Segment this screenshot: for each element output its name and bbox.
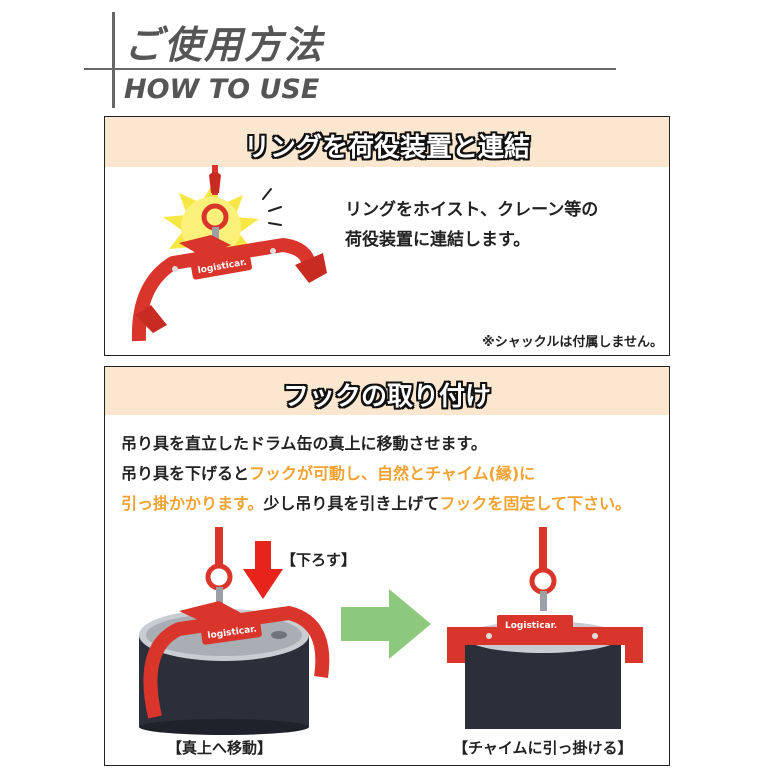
lifter-illustration: logisticar. bbox=[131, 165, 327, 342]
header-divider-vertical bbox=[112, 12, 115, 108]
arrow-right-icon bbox=[341, 589, 431, 659]
description-line: 荷役装置に連結します。 bbox=[345, 230, 531, 250]
header-divider-horizontal bbox=[84, 68, 616, 70]
arrow-down-icon bbox=[243, 541, 283, 599]
drum-after-illustration: Logisticar. bbox=[447, 527, 643, 729]
description-line: 引っ掛かかります。少し吊り具を引き上げてフックを固定して下さい。 bbox=[121, 489, 631, 519]
drum-before-illustration: logisticar. bbox=[139, 527, 330, 735]
lower-label: 【下ろす】 bbox=[281, 551, 357, 569]
page-subtitle: HOW TO USE bbox=[124, 74, 320, 105]
section-title: リングを荷役装置と連結 bbox=[243, 133, 530, 163]
shackle-note: ※シャックルは付属しません。 bbox=[482, 335, 663, 350]
description-line: 吊り具を下げるとフックが可動し、自然とチャイム(縁)に bbox=[121, 459, 631, 489]
description-highlight: フックが可動し、自然とチャイム(縁)に bbox=[249, 464, 536, 483]
description-text: 吊り具を下げると bbox=[121, 464, 250, 483]
description-text: 少し吊り具を引き上げて bbox=[263, 494, 440, 513]
description-highlight: フックを固定 bbox=[439, 494, 536, 513]
description-line: リングをホイスト、クレーン等の bbox=[345, 200, 599, 220]
section-description: 吊り具を直立したドラム缶の真上に移動させます。 吊り具を下げるとフックが可動し、… bbox=[121, 429, 631, 519]
page-title: ご使用方法 bbox=[124, 23, 325, 67]
section-ring-connection: リングを荷役装置と連結 logisticar. bbox=[104, 116, 670, 356]
section-title-band bbox=[105, 367, 669, 415]
description-highlight: 引っ掛かかります。 bbox=[121, 494, 264, 513]
caption-hook-chime: 【チャイムに引っ掛ける】 bbox=[453, 739, 633, 757]
emphasis-lines-icon bbox=[262, 188, 282, 226]
description-highlight: して下さい。 bbox=[535, 494, 631, 513]
section-description: リングをホイスト、クレーン等の 荷役装置に連結します。 bbox=[345, 195, 598, 255]
caption-move-above: 【真上へ移動】 bbox=[167, 739, 273, 757]
section-title-band bbox=[105, 117, 669, 167]
brand-label: Logisticar. bbox=[505, 621, 557, 631]
section-title: フックの取り付け bbox=[282, 382, 491, 412]
description-line: 吊り具を直立したドラム缶の真上に移動させます。 bbox=[121, 434, 487, 453]
section-hook-attachment: フックの取り付け 吊り具を直立したドラム缶の真上に移動させます。 吊り具を下げる… bbox=[104, 366, 670, 766]
